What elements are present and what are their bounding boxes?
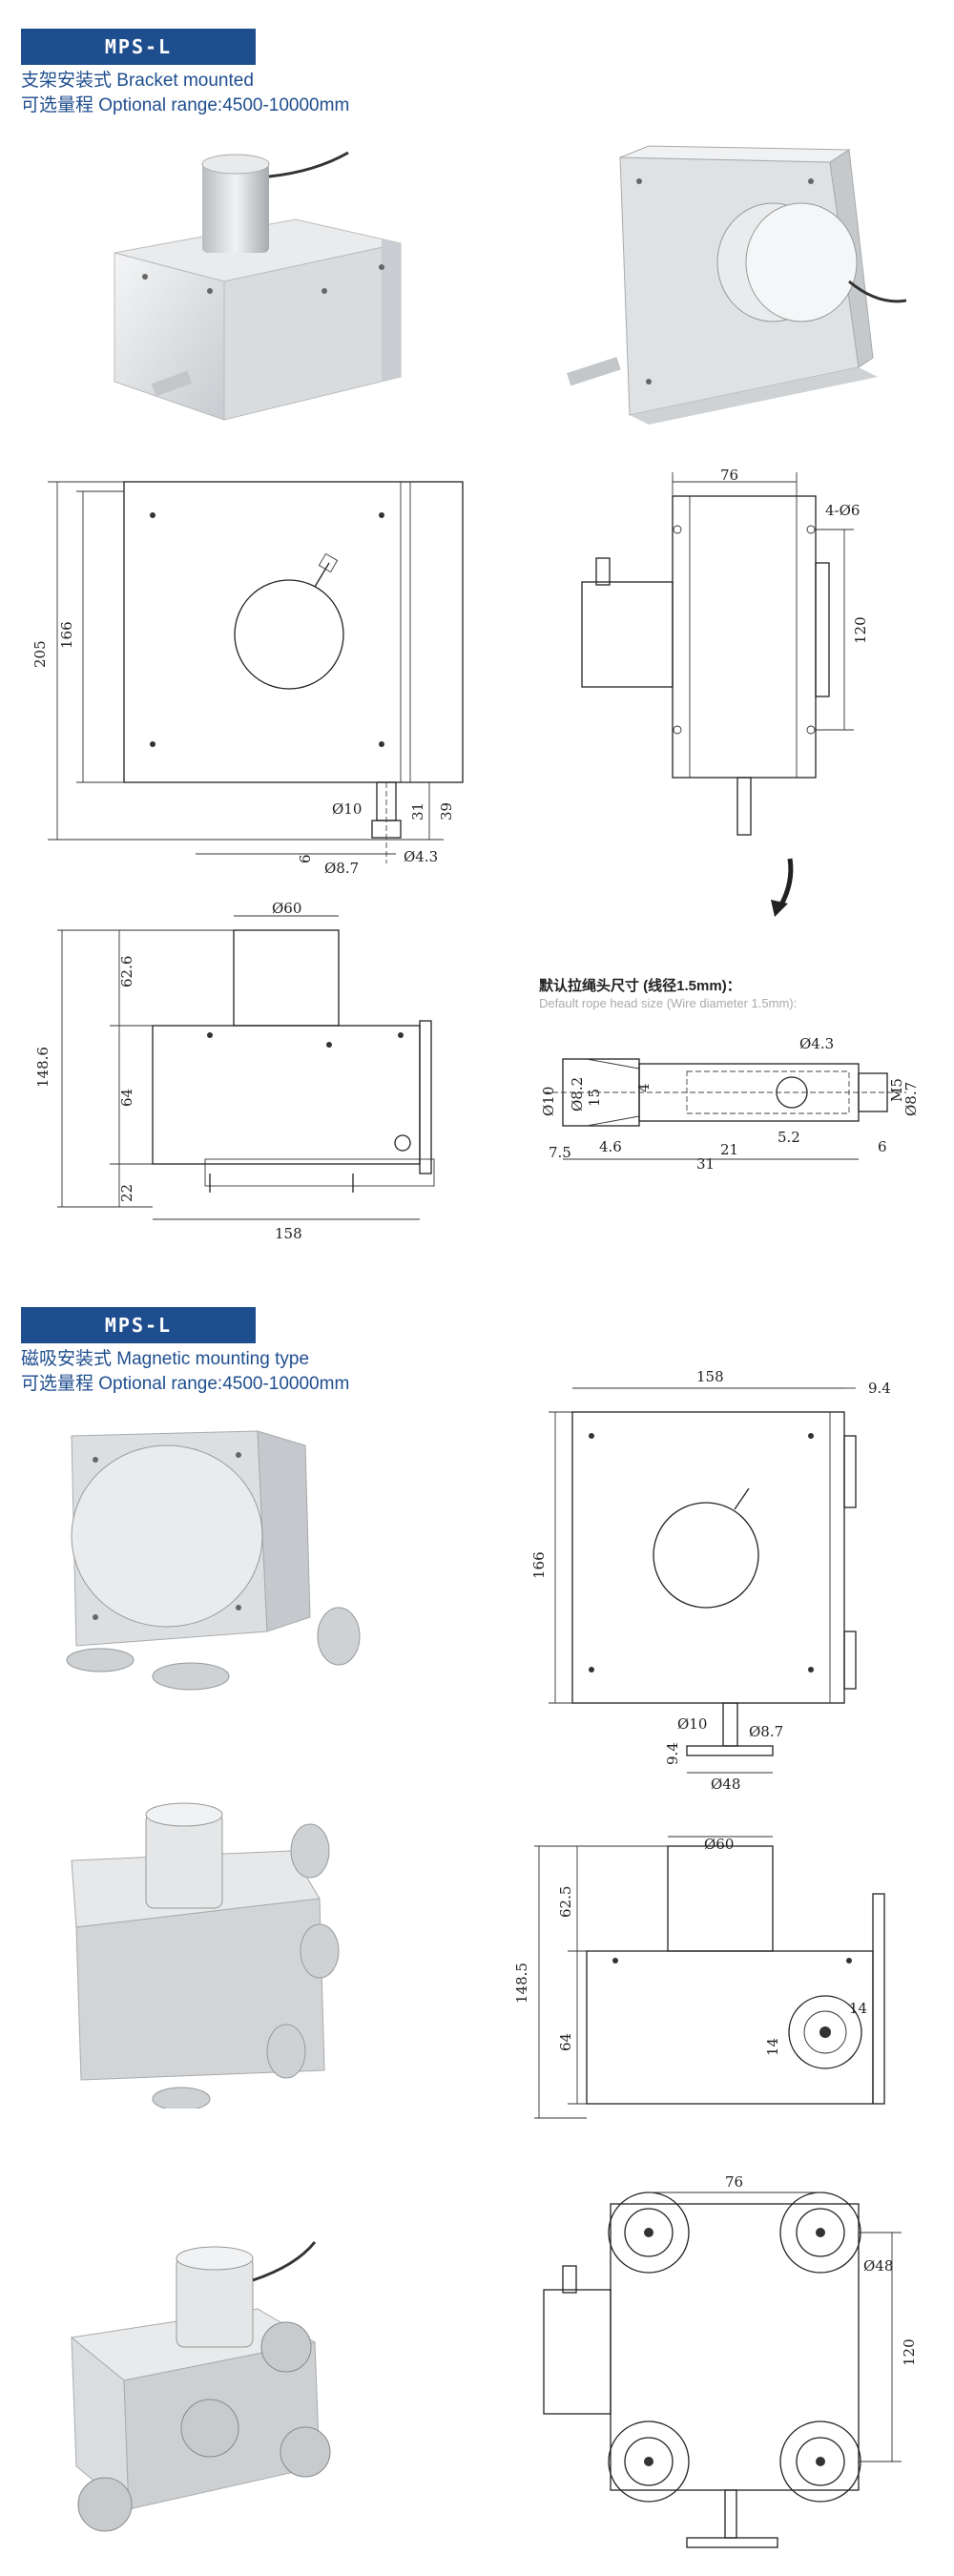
model-badge-2: MPS-L xyxy=(21,1307,256,1343)
dimension-label: Ø10 xyxy=(540,1087,557,1116)
dimension-label: Ø60 xyxy=(272,900,301,917)
dimension-label: 120 xyxy=(901,2338,918,2366)
mount-type-text-2: 磁吸安装式 Magnetic mounting type xyxy=(21,1349,310,1369)
dimension-label: 15 xyxy=(586,1089,603,1107)
dimension-label: Ø8.7 xyxy=(749,1723,783,1740)
model-badge-label: MPS-L xyxy=(104,1314,173,1337)
product-photo-magnetic-four xyxy=(67,2223,391,2547)
dimension-label: 7.5 xyxy=(549,1144,571,1161)
rope-head-subtitle: Default rope head size (Wire diameter 1.… xyxy=(539,996,798,1010)
dimension-label: 14 xyxy=(764,2038,781,2056)
dimension-label: 9.4 xyxy=(664,1742,681,1765)
dimension-label: 158 xyxy=(696,1368,724,1385)
model-badge-label: MPS-L xyxy=(104,35,173,58)
drawing-top-view-bracket: Ø60 148.6 62.6 64 22 158 xyxy=(34,900,467,1242)
range-text-2: 可选量程 Optional range:4500-10000mm xyxy=(21,1374,350,1394)
dimension-label: 9.4 xyxy=(868,1380,891,1397)
dimension-label: Ø8.7 xyxy=(902,1082,920,1116)
dimension-label: 39 xyxy=(438,802,455,821)
dimension-label: 62.5 xyxy=(557,1886,574,1918)
drawing-rope-head: Ø4.3 Ø10 Ø8.2 Ø8.7 M5 15 4 7.5 4.6 21 5.… xyxy=(540,1026,925,1188)
dimension-label: 31 xyxy=(696,1155,715,1173)
dimension-label: Ø10 xyxy=(332,800,362,818)
dimension-label: M5 xyxy=(888,1078,905,1102)
dimension-label: 5.2 xyxy=(778,1129,800,1146)
mount-type-text-1: 支架安装式 Bracket mounted xyxy=(21,71,254,91)
dimension-label: 21 xyxy=(720,1141,738,1158)
dimension-label: Ø48 xyxy=(711,1776,740,1793)
drawing-top-view-magnetic: Ø60 148.5 62.5 64 14 14 xyxy=(513,1832,935,2156)
dimension-label: Ø60 xyxy=(704,1836,734,1853)
rope-head-title: 默认拉绳头尺寸 (线径1.5mm)： xyxy=(539,978,741,994)
dimension-label: 22 xyxy=(118,1184,135,1202)
dimension-label: Ø4.3 xyxy=(799,1035,834,1052)
drawing-side-view-bracket: 76 4-Ø6 120 xyxy=(568,467,882,854)
product-photo-bracket-angled xyxy=(95,148,420,434)
product-photo-bracket-side xyxy=(563,138,907,434)
dimension-label: 148.6 xyxy=(34,1047,52,1088)
drawing-front-view-bracket: 205 166 Ø10 39 31 Ø8.7 Ø4.3 6 xyxy=(31,463,482,877)
drawing-side-view-magnetic: 76 Ø48 120 xyxy=(534,2173,935,2557)
drawing-front-view-magnetic: 158 9.4 166 Ø10 Ø8.7 9.4 Ø48 xyxy=(530,1364,935,1794)
product-photo-magnetic-top xyxy=(62,1794,367,2111)
dimension-label: 64 xyxy=(118,1089,135,1107)
dimension-label: 64 xyxy=(557,2033,574,2051)
dimension-label: 6 xyxy=(878,1138,887,1155)
dimension-label: 31 xyxy=(409,802,426,821)
model-badge-1: MPS-L xyxy=(21,29,256,65)
dimension-label: Ø8.2 xyxy=(569,1077,586,1111)
dimension-label: Ø48 xyxy=(863,2257,893,2275)
dimension-label: Ø8.7 xyxy=(324,860,359,877)
dimension-label: Ø10 xyxy=(677,1715,707,1733)
dimension-label: Ø4.3 xyxy=(404,848,438,865)
dimension-label: 4-Ø6 xyxy=(825,502,860,519)
dimension-label: 62.6 xyxy=(118,956,135,987)
dimension-label: 6 xyxy=(297,854,314,863)
dimension-label: 76 xyxy=(720,467,738,484)
dimension-label: 166 xyxy=(530,1551,548,1579)
dimension-label: 120 xyxy=(852,616,869,644)
dimension-label: 166 xyxy=(58,621,75,649)
dimension-label: 4.6 xyxy=(599,1138,622,1155)
dimension-label: 14 xyxy=(849,2000,867,2017)
arrow-down-icon xyxy=(763,854,801,921)
dimension-label: 148.5 xyxy=(513,1963,530,2004)
dimension-label: 158 xyxy=(275,1225,302,1242)
dimension-label: 76 xyxy=(725,2173,743,2191)
dimension-label: 205 xyxy=(31,640,49,668)
product-photo-magnetic-front xyxy=(57,1426,372,1713)
dimension-label: 4 xyxy=(635,1083,653,1092)
range-text-1: 可选量程 Optional range:4500-10000mm xyxy=(21,95,350,115)
